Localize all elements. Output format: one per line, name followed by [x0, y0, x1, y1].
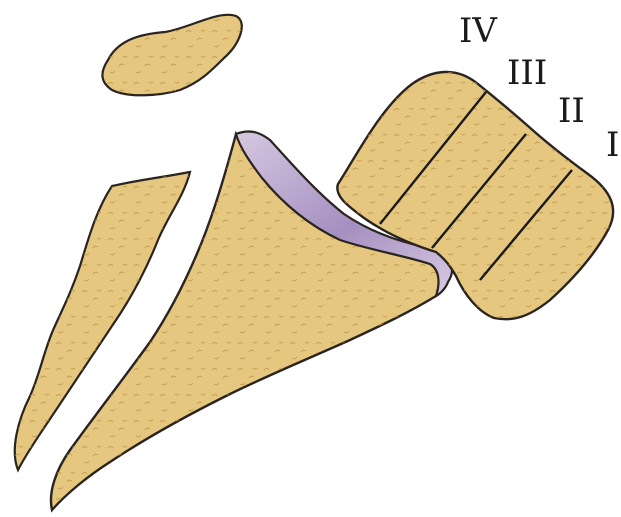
label-ii: II [558, 94, 585, 128]
upper-bone-fragment [102, 15, 241, 95]
label-iii: III [507, 56, 547, 90]
label-i: I [606, 128, 619, 162]
label-iv: IV [459, 14, 497, 48]
